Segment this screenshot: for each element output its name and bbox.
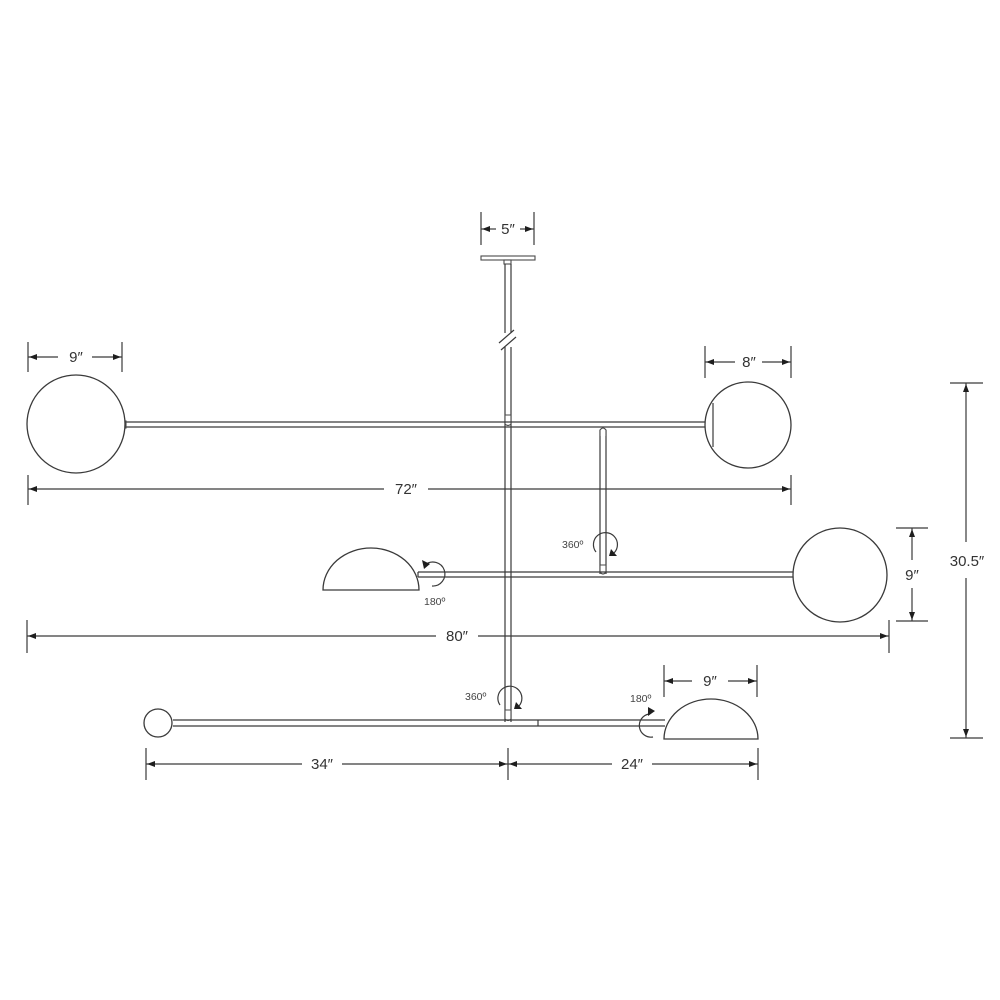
rotation-360-lower: 360º — [465, 685, 523, 709]
top-right-globe-shade — [704, 381, 792, 469]
svg-text:9″: 9″ — [905, 567, 919, 584]
svg-text:80″: 80″ — [446, 628, 469, 645]
svg-text:5″: 5″ — [501, 221, 515, 238]
svg-text:30.5″: 30.5″ — [950, 553, 985, 570]
dim-middle-right-globe: 9″ — [896, 527, 928, 622]
ceiling-canopy — [480, 255, 536, 265]
dim-bottom-right-reach: 24″ — [508, 748, 759, 780]
dim-bottom-dome: 9″ — [663, 665, 758, 697]
svg-text:360º: 360º — [465, 691, 487, 703]
svg-text:180º: 180º — [630, 693, 652, 705]
top-arm — [120, 420, 706, 429]
svg-text:8″: 8″ — [742, 354, 756, 371]
svg-text:72″: 72″ — [395, 481, 418, 498]
middle-right-globe-shade — [792, 527, 888, 623]
dim-top-right-globe: 8″ — [704, 346, 792, 378]
main-stem — [498, 264, 517, 722]
bottom-left-small-globe — [143, 708, 173, 738]
top-left-globe-shade — [26, 374, 126, 474]
dim-canopy-width: 5″ — [480, 212, 535, 245]
svg-text:9″: 9″ — [703, 673, 717, 690]
rotation-180-middle: 180º — [422, 560, 446, 608]
dim-overall-height: 30.5″ — [950, 382, 985, 739]
svg-text:180º: 180º — [424, 596, 446, 608]
dim-bottom-left-reach: 34″ — [145, 748, 509, 780]
middle-arm — [417, 571, 794, 578]
svg-text:360º: 360º — [562, 539, 584, 551]
drop-rod — [599, 427, 607, 575]
dim-top-arm-span: 72″ — [27, 475, 792, 505]
rotation-180-bottom: 180º — [630, 693, 655, 738]
rotation-360-upper: 360º — [562, 532, 618, 556]
svg-text:9″: 9″ — [69, 349, 83, 366]
middle-dome-shade — [322, 547, 420, 591]
bottom-arm — [173, 719, 665, 727]
dim-top-left-globe: 9″ — [27, 342, 123, 372]
bottom-dome-shade — [663, 698, 759, 740]
svg-text:34″: 34″ — [311, 756, 334, 773]
dim-middle-arm-span: 80″ — [26, 620, 890, 653]
svg-text:24″: 24″ — [621, 756, 644, 773]
